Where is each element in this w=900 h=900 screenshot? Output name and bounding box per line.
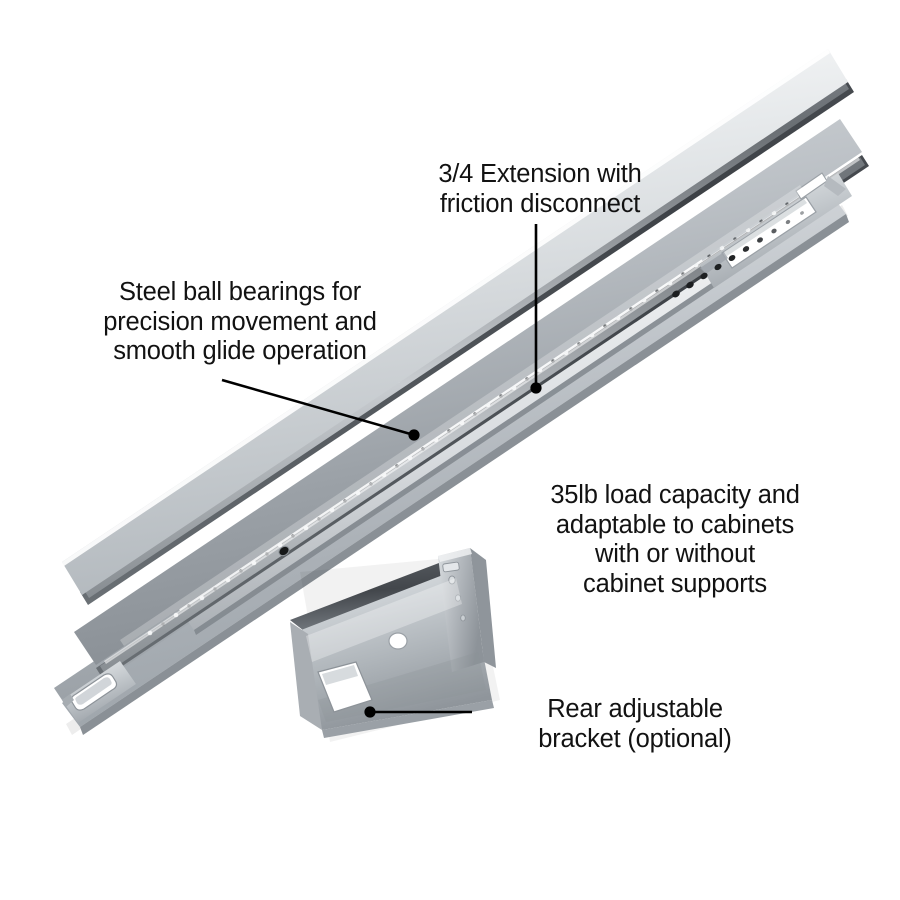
callout-bearings-text: Steel ball bearings for precision moveme…: [103, 278, 377, 366]
rail-top-specular: [62, 49, 830, 566]
bracket-lower-shade: [318, 652, 486, 722]
bracket-inner-sheen: [306, 578, 462, 662]
rail-tip-left: [62, 694, 74, 707]
bracket-center-hole: [388, 632, 408, 650]
rail-large-cutout-edge: [724, 199, 807, 256]
callout-bracket-text: Rear adjustable bracket (optional): [538, 695, 732, 753]
rail-bottom-lip: [80, 214, 849, 735]
callout-extension-text: 3/4 Extension with friction disconnect: [438, 160, 642, 218]
bracket-flange-top-highlight: [438, 548, 472, 562]
bracket-mounting-slot-shade: [322, 665, 358, 685]
rear-adjustable-bracket: [290, 548, 500, 742]
bracket-left-edge: [290, 622, 322, 730]
leader-lines: [221, 224, 542, 718]
bracket-bottom-edge: [322, 700, 494, 738]
rail-lower-highlight: [104, 157, 860, 664]
rail-end-slot-left-inner: [75, 677, 112, 705]
rail-slider-plate-shadow: [194, 280, 718, 635]
callout-capacity-text: 35lb load capacity and adaptable to cabi…: [550, 481, 800, 598]
rail-screw-hole: [278, 545, 290, 557]
rail-lower-left-end: [62, 661, 136, 723]
leader-line-bearings: [221, 378, 415, 437]
rail-end-step: [700, 252, 728, 274]
drawer-slide-rail: [54, 49, 869, 735]
rail-reflection-streak: [120, 185, 804, 646]
bracket-flange-holes: [442, 561, 466, 622]
leader-dot-bearings: [408, 429, 420, 441]
bracket-flange-side: [470, 548, 496, 668]
rail-tip-notch: [824, 176, 846, 196]
bracket-top-lip: [290, 558, 470, 634]
leader-dot-extension: [530, 382, 542, 394]
leader-dot-bracket: [364, 706, 376, 718]
rail-top-flange: [62, 49, 848, 595]
rail-upper-face: [74, 119, 862, 665]
rail-adjustment-hole-row: [672, 211, 804, 298]
